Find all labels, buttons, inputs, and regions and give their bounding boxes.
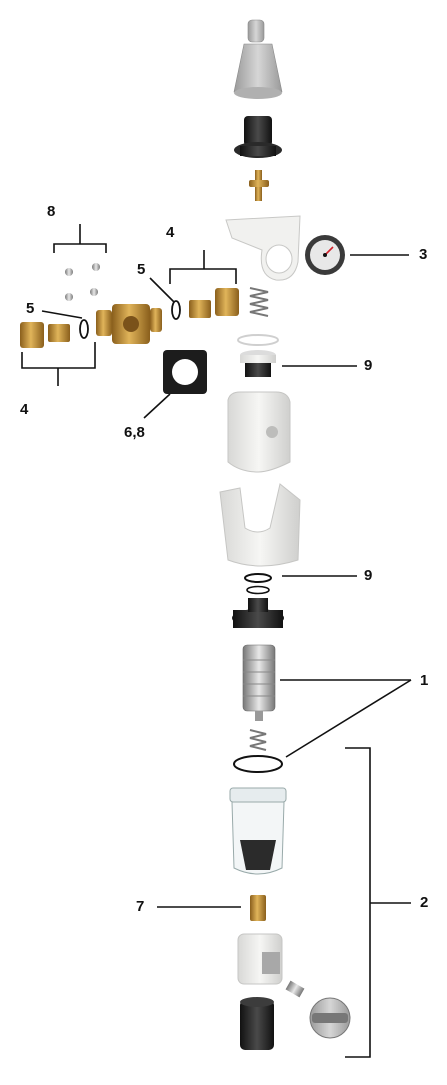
label-9-lower: 9 [364,567,373,584]
drain-nipple [285,980,305,998]
label-1: 1 [420,672,429,689]
filter-element [242,644,276,721]
brass-connection-flange [96,304,162,344]
gasket-square [163,350,207,394]
label-5-top: 5 [137,261,146,278]
union-nut-right [215,288,239,316]
label-5-left: 5 [26,300,35,317]
brass-valve-pin [249,170,269,201]
o-ring-left [79,319,89,339]
pressure-gauge [305,235,345,275]
o-ring-right [171,300,181,320]
brass-drain-fitting [250,895,266,921]
union-nut-left [20,322,44,348]
label-3: 3 [419,246,428,263]
o-ring-upper [244,573,272,583]
grub-screws [65,263,100,301]
label-4-bottom: 4 [20,401,29,418]
tailpiece-right [189,300,211,318]
label-9-upper: 9 [364,357,373,374]
filter-head [227,391,291,473]
leader-lines [21,224,412,1058]
label-2: 2 [420,894,429,911]
mounting-bracket [225,215,301,281]
drain-housing [237,933,283,985]
bowl-o-ring [233,755,283,773]
drain-knob-black [240,997,274,1050]
valve-cartridge [240,350,276,377]
label-6-8: 6,8 [124,424,145,441]
filter-shroud [219,483,301,567]
label-4-top: 4 [166,224,175,241]
vent-cap [247,19,265,43]
lower-spring [249,729,267,751]
o-ring-lower [246,585,270,595]
handwheel-knob [233,43,283,99]
gear-nut [232,598,284,628]
seal-ring-white [237,334,279,346]
tailpiece-left [48,324,70,342]
spindle-housing-black [234,116,282,158]
filter-bowl [229,787,287,875]
upper-spring [249,287,269,317]
label-8: 8 [47,203,56,220]
rotary-knob-grey [309,997,351,1039]
label-7: 7 [136,898,145,915]
